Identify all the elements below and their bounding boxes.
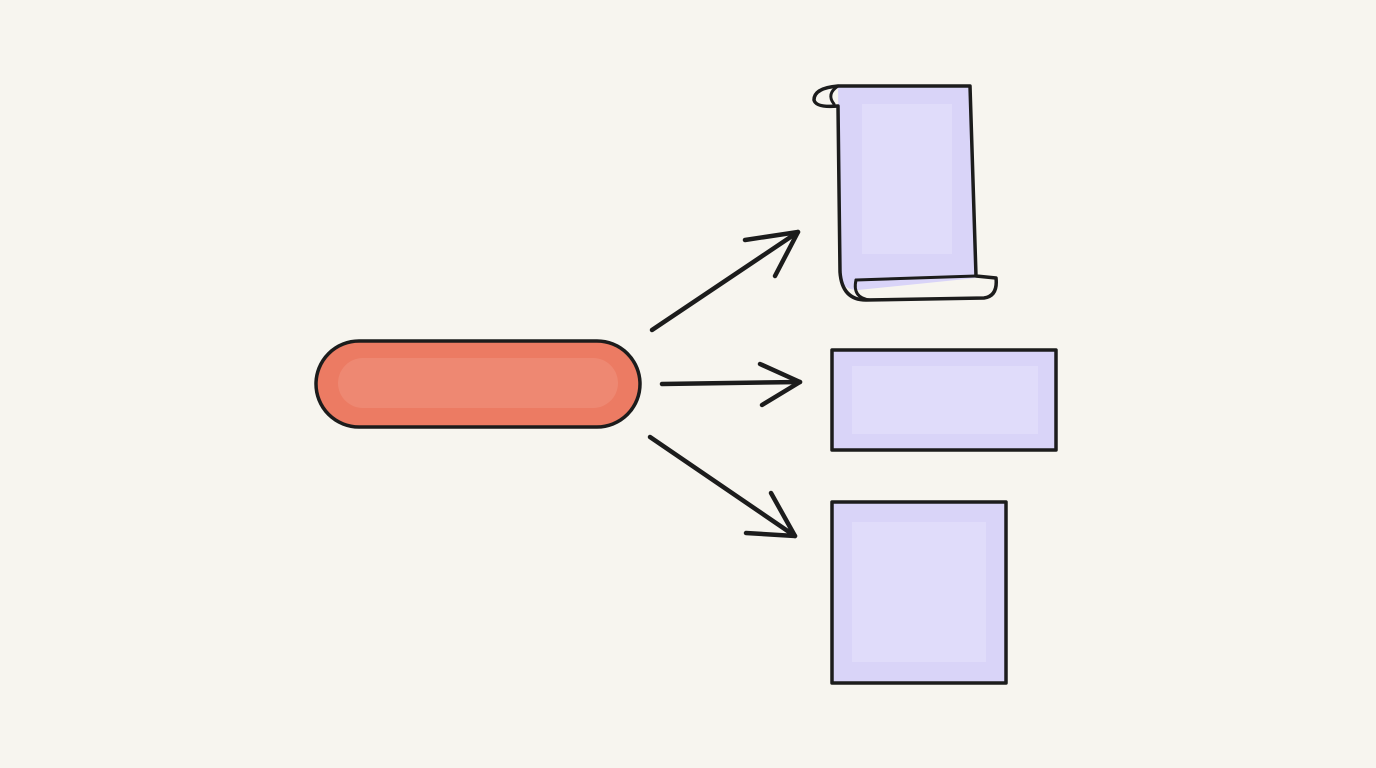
source-pill-highlight [338,358,618,408]
arrow-up-right-head [742,229,801,279]
square-highlight [852,522,986,662]
target-node-square [830,500,1008,685]
edge-arrow-right [659,361,803,408]
scroll-bottom-curl [853,278,872,302]
arrow-down-right-head [743,490,798,539]
arrow-right-shaft [659,379,803,387]
square-outline [830,500,1008,685]
wide-rect-outline [830,348,1058,452]
source-pill-fill [316,341,640,427]
scroll-top-curl [829,84,840,106]
arrow-up-right-shaft [649,229,801,333]
wide-rect-highlight [852,366,1038,434]
target-node-wide-rectangle [830,348,1058,452]
source-node [314,339,642,429]
source-pill-outline [314,339,642,429]
arrow-down-right-shaft [647,434,798,539]
scroll-bottom-fold [854,274,978,282]
target-node-scroll [812,84,998,302]
edge-arrow-up-right [649,229,801,333]
scroll-outline [812,84,998,302]
edge-arrow-down-right [647,434,798,539]
arrow-right-head [757,361,803,408]
scroll-highlight [862,104,952,254]
